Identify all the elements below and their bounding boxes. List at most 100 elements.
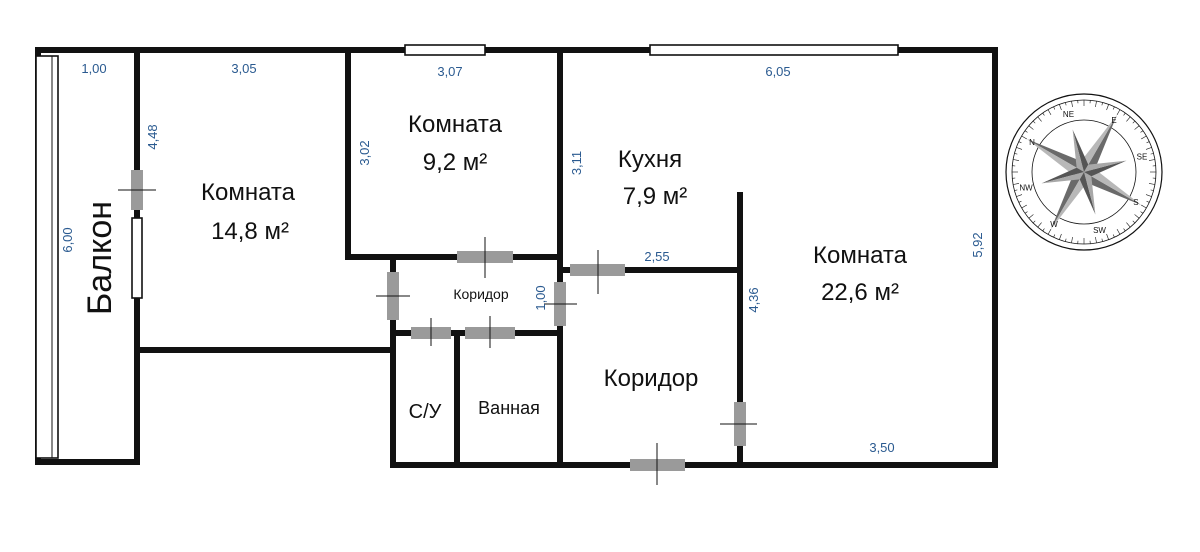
window-room-small (404, 44, 486, 56)
compass-tick (1018, 141, 1022, 144)
compass-tick (1148, 183, 1155, 185)
compass-rose-icon: N NE E SE S SW W NW (1005, 93, 1163, 251)
compass-tick (1014, 189, 1018, 191)
compass-tick (1047, 109, 1052, 115)
dim-room-left-side: 4,48 (145, 124, 160, 149)
compass-tick (1059, 233, 1062, 240)
compass-tick (1042, 228, 1045, 232)
dim-room-large-side: 5,92 (970, 232, 985, 257)
compass-tick (1148, 159, 1155, 161)
compass-letter-ne: NE (1063, 110, 1074, 119)
compass-tick (1145, 194, 1152, 197)
compass-tick (1101, 102, 1103, 106)
dim-balcony-width: 1,00 (81, 61, 106, 76)
compass-tick (1024, 130, 1028, 133)
compass-tick (1021, 204, 1027, 209)
dim-room-small-side: 3,02 (357, 140, 372, 165)
dim-corridor-main-side: 4,36 (746, 287, 761, 312)
compass-ticks (1012, 100, 1156, 244)
balcony-label: Балкон (81, 201, 119, 315)
compass-tick (1018, 200, 1022, 203)
dim-room-large-bottom: 3,50 (869, 440, 894, 455)
window-balcony-side (35, 55, 59, 459)
compass-tick (1013, 159, 1020, 161)
compass-tick (1126, 116, 1131, 122)
compass-tick (1095, 101, 1097, 108)
compass-tick (1106, 233, 1109, 240)
compass-tick (1024, 211, 1028, 214)
compass-tick (1134, 125, 1140, 130)
compass-tick (1141, 204, 1147, 209)
compass-tick (1016, 147, 1023, 150)
compass-tick (1112, 106, 1115, 110)
dim-balcony-length: 6,00 (60, 227, 75, 252)
corridor-small-label: Коридор (453, 286, 509, 302)
doors (118, 170, 757, 485)
dim-kitchen-side: 3,11 (569, 151, 584, 175)
room-labels: Балкон Комната 14,8 м² Комната 9,2 м² Ку… (81, 111, 908, 423)
dim-room-large-top: 6,05 (765, 64, 790, 79)
compass-tick (1126, 222, 1131, 228)
compass-tick (1065, 238, 1067, 242)
compass-letter-s: S (1133, 198, 1138, 207)
compass-tick (1037, 222, 1042, 228)
compass-tick (1134, 214, 1140, 219)
compass-tick (1150, 153, 1154, 155)
compass-tick (1116, 109, 1121, 115)
compass-tick (1032, 120, 1036, 124)
compass-tick (1028, 214, 1034, 219)
corridor-main-label: Коридор (604, 365, 699, 392)
compass-tick (1123, 112, 1126, 116)
compass-tick (1101, 238, 1103, 242)
room-small-label: Комната (408, 111, 503, 138)
compass-tick (1013, 183, 1020, 185)
bathroom-label: Ванная (478, 398, 540, 418)
compass-tick (1021, 135, 1027, 140)
compass-tick (1053, 234, 1056, 238)
compass-tick (1141, 135, 1147, 140)
compass-tick (1053, 106, 1056, 110)
kitchen-label: Кухня (618, 146, 682, 173)
compass-tick (1095, 236, 1097, 243)
window-room-large (649, 44, 899, 56)
compass-outer-ring (1005, 93, 1163, 251)
compass-tick (1028, 125, 1034, 130)
compass-letter-se: SE (1137, 152, 1148, 161)
compass-tick (1042, 112, 1045, 116)
compass-tick (1132, 220, 1136, 224)
compass-tick (1037, 116, 1042, 122)
compass-letter-n: N (1029, 138, 1035, 147)
room-large-label: Комната (813, 242, 908, 269)
compass-tick (1145, 147, 1152, 150)
compass-tick (1014, 153, 1018, 155)
compass-letter-nw: NW (1019, 184, 1033, 193)
compass-letter-w: W (1050, 220, 1058, 229)
compass-letter-e: E (1111, 116, 1116, 125)
compass-tick (1032, 220, 1036, 224)
compass-inner-ring (1031, 119, 1137, 225)
compass-tick (1071, 101, 1073, 108)
compass-tick (1140, 211, 1144, 214)
compass-tick (1150, 189, 1154, 191)
dim-room-left-top: 3,05 (231, 61, 256, 76)
dim-room-small-top: 3,07 (437, 64, 462, 79)
room-left-area: 14,8 м² (211, 218, 289, 245)
compass-tick (1112, 234, 1115, 238)
compass-tick (1146, 141, 1150, 144)
compass-tick (1106, 104, 1109, 111)
compass-letter-sw: SW (1093, 226, 1106, 235)
dimension-labels: 1,00 6,00 3,05 4,48 3,07 3,02 3,11 2,55 … (60, 61, 985, 455)
compass-tick (1065, 102, 1067, 106)
dim-kitchen-bottom: 2,55 (644, 249, 669, 264)
compass-tick (1140, 130, 1144, 133)
kitchen-area: 7,9 м² (623, 183, 688, 210)
room-left-label: Комната (201, 179, 296, 206)
compass-tick (1059, 104, 1062, 111)
compass-tick (1071, 236, 1073, 243)
compass-tick (1047, 229, 1052, 235)
compass-tick (1016, 194, 1023, 197)
compass-star (1026, 114, 1142, 230)
compass-tick (1116, 229, 1121, 235)
room-small-area: 9,2 м² (423, 149, 488, 176)
